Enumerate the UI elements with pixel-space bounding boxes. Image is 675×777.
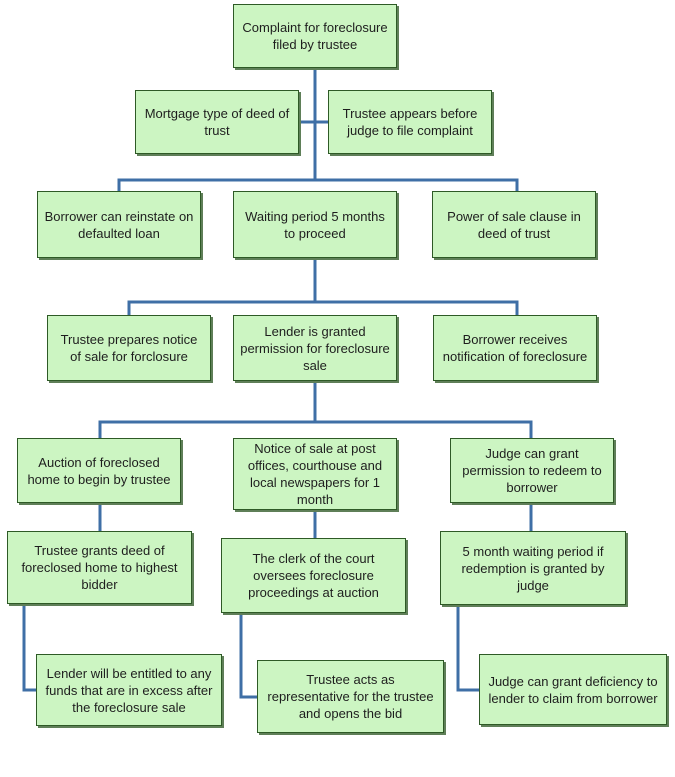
- node-waiting-redemption-label: 5 month waiting period if redemption is …: [461, 543, 605, 593]
- node-borrower-receives-label: Borrower receives notification of forecl…: [442, 332, 588, 364]
- node-complaint-label: Complaint for foreclosure filed by trust…: [242, 20, 388, 52]
- node-lender-entitled-label: Lender will be entitled to any funds tha…: [45, 665, 213, 715]
- node-waiting-period: Waiting period 5 months to proceed: [233, 191, 397, 258]
- connector-clerk-to-trustee-acts: [239, 613, 257, 699]
- node-auction-label: Auction of foreclosed home to begin by t…: [27, 454, 171, 487]
- node-lender-granted-label: Lender is granted permission for foreclo…: [240, 323, 390, 373]
- node-trustee-acts: Trustee acts as representative for the t…: [257, 660, 444, 733]
- node-complaint: Complaint for foreclosure filed by trust…: [233, 4, 397, 68]
- node-trustee-grants-label: Trustee grants deed of foreclosed home t…: [21, 543, 178, 592]
- connector-branch-level4: [98, 420, 533, 438]
- node-borrower-reinstate-label: Borrower can reinstate on defaulted loan: [44, 208, 194, 241]
- node-judge-deficiency-label: Judge can grant deficiency to lender to …: [488, 673, 658, 706]
- node-clerk: The clerk of the court oversees foreclos…: [221, 538, 406, 613]
- node-power-of-sale-label: Power of sale clause in deed of trust: [447, 208, 581, 241]
- node-notice-of-sale: Notice of sale at post offices, courthou…: [233, 438, 397, 510]
- connector-trustee-grants-to-lender: [22, 604, 36, 692]
- node-clerk-label: The clerk of the court oversees foreclos…: [248, 551, 379, 600]
- node-power-of-sale: Power of sale clause in deed of trust: [432, 191, 596, 258]
- node-judge-redeem: Judge can grant permission to redeem to …: [450, 438, 614, 503]
- node-judge-deficiency: Judge can grant deficiency to lender to …: [479, 654, 667, 725]
- node-borrower-reinstate: Borrower can reinstate on defaulted loan: [37, 191, 201, 258]
- node-lender-granted: Lender is granted permission for foreclo…: [233, 315, 397, 381]
- node-trustee-prepares-label: Trustee prepares notice of sale for forc…: [60, 332, 198, 364]
- connector-branch-level2: [117, 178, 519, 191]
- node-mortgage-type-label: Mortgage type of deed of trust: [144, 106, 290, 138]
- node-mortgage-type: Mortgage type of deed of trust: [135, 90, 299, 154]
- node-auction: Auction of foreclosed home to begin by t…: [17, 438, 181, 503]
- node-trustee-prepares: Trustee prepares notice of sale for forc…: [47, 315, 211, 381]
- connector-branch-level3: [127, 300, 519, 315]
- node-trustee-grants: Trustee grants deed of foreclosed home t…: [7, 531, 192, 604]
- node-trustee-appears: Trustee appears before judge to file com…: [328, 90, 492, 154]
- node-notice-of-sale-label: Notice of sale at post offices, courthou…: [247, 441, 383, 507]
- node-lender-entitled: Lender will be entitled to any funds tha…: [36, 654, 222, 726]
- node-judge-redeem-label: Judge can grant permission to redeem to …: [462, 446, 602, 495]
- node-waiting-period-label: Waiting period 5 months to proceed: [245, 208, 385, 241]
- connector-waiting-to-deficiency: [456, 605, 479, 692]
- node-waiting-redemption: 5 month waiting period if redemption is …: [440, 531, 626, 605]
- node-trustee-acts-label: Trustee acts as representative for the t…: [267, 672, 434, 721]
- node-borrower-receives: Borrower receives notification of forecl…: [433, 315, 597, 381]
- node-trustee-appears-label: Trustee appears before judge to file com…: [342, 106, 478, 138]
